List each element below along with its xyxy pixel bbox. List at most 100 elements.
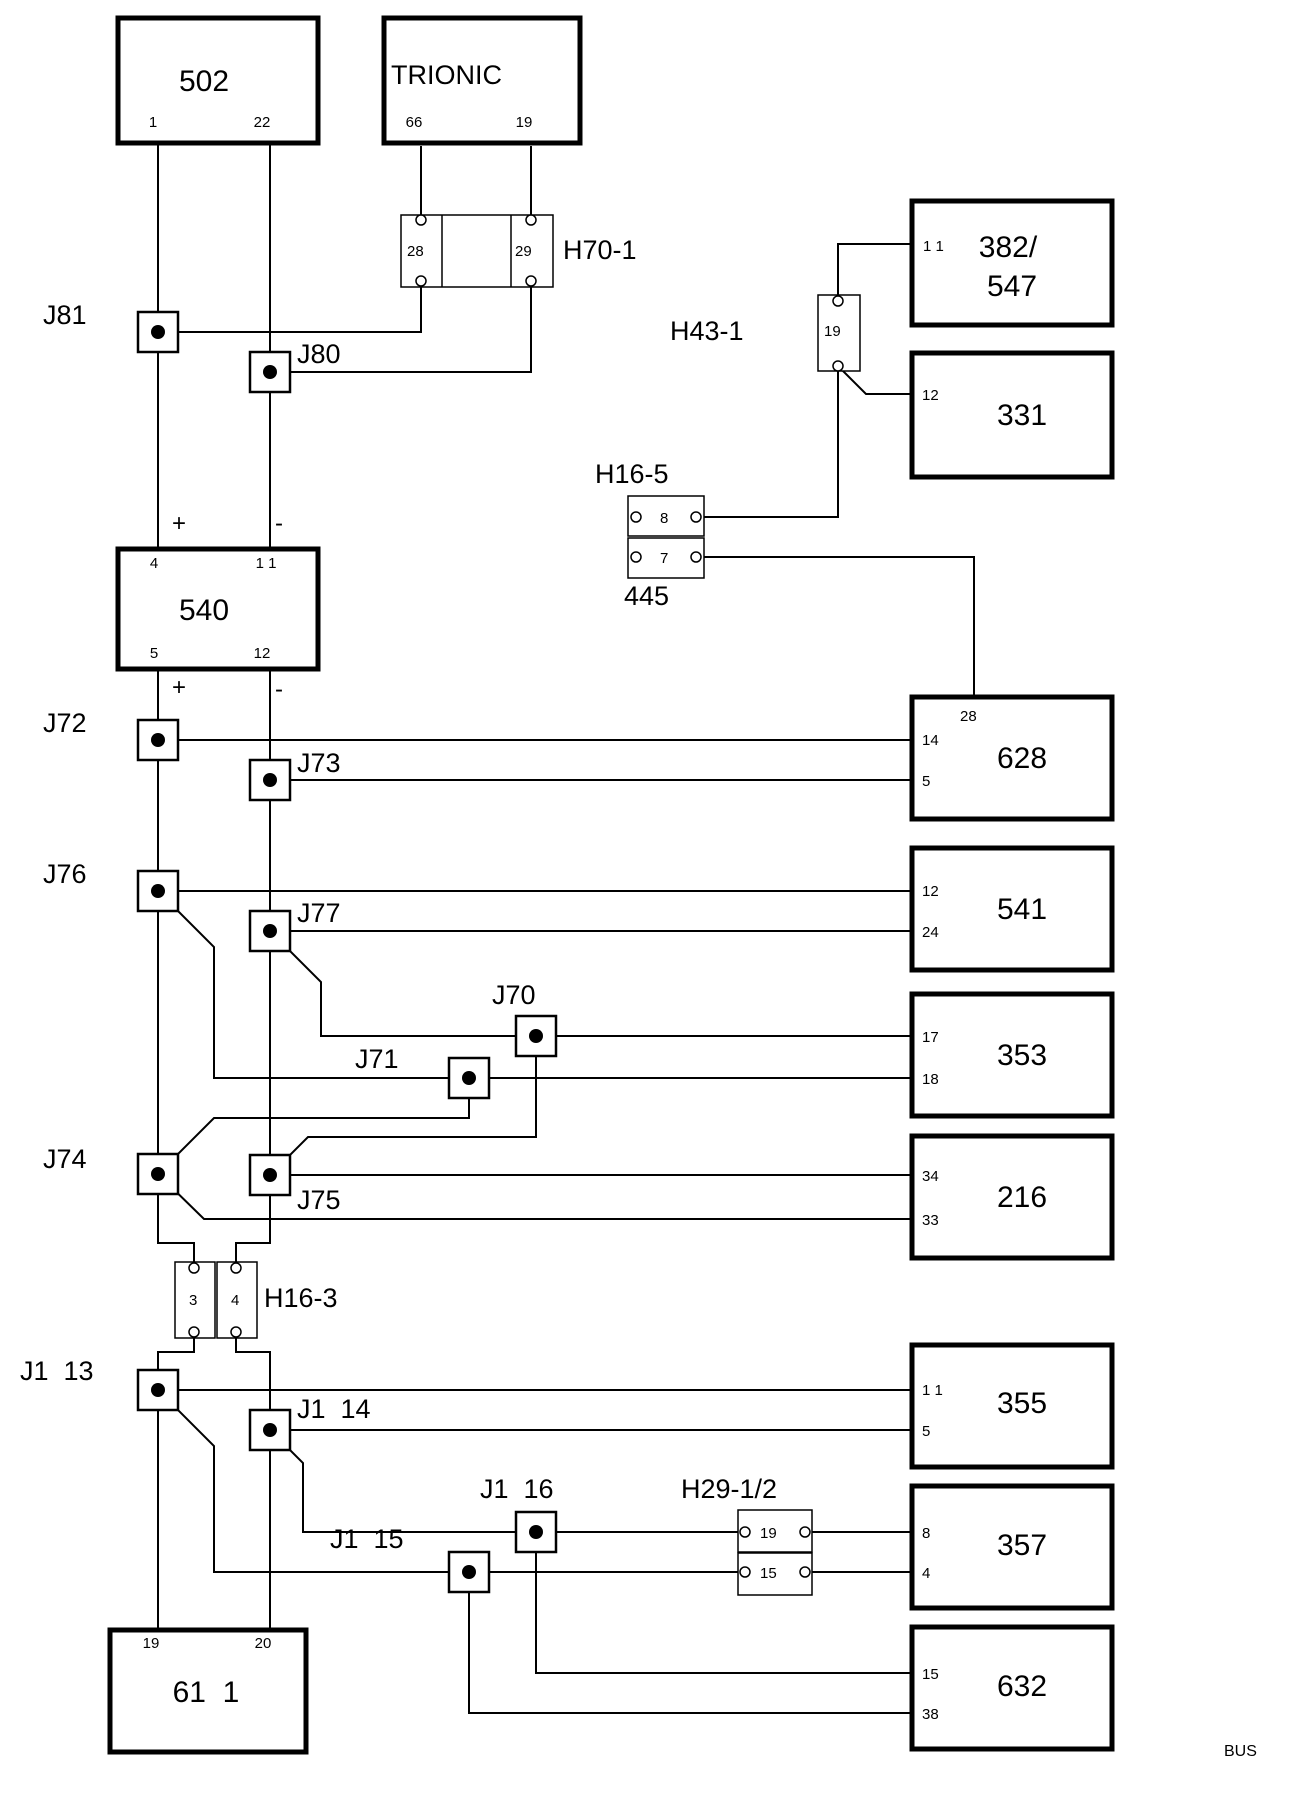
module-331-pin-12: 12 [922, 387, 939, 404]
module-355-pin-11: 1 1 [922, 1382, 943, 1399]
connector-h29-label: H29-1/2 [681, 1474, 777, 1504]
wire-j116-to-632 [535, 1532, 912, 1674]
junction-j115-label: J1 15 [330, 1524, 404, 1554]
module-628-label: 628 [997, 742, 1047, 775]
junction-j80-label: J80 [297, 339, 341, 369]
module-355: 1 1 5 355 [909, 1342, 1115, 1470]
junction-j75: J75 [248, 1153, 341, 1215]
wire-h70-28-to-j81 [158, 281, 422, 333]
junction-j1-13: J1 13 [20, 1356, 180, 1412]
module-353-pin-17: 17 [922, 1029, 939, 1046]
junction-j73-label: J73 [297, 748, 341, 778]
wire-bus-minus-lower [235, 669, 271, 1262]
module-628: 28 14 5 628 [909, 694, 1115, 822]
sign-plus-lower: + [172, 674, 186, 701]
junction-j71-label: J71 [355, 1044, 399, 1074]
connector-h70-label: H70-1 [563, 235, 637, 265]
junction-j81: J81 [43, 300, 180, 354]
junction-j77: J77 [248, 898, 341, 953]
connector-h70-pin-29: 29 [515, 243, 532, 260]
connector-h163-pin-4: 4 [231, 1292, 239, 1309]
wire-h70-29-to-j80 [270, 281, 532, 373]
module-541: 12 24 541 [909, 845, 1115, 973]
connector-h70-1: 28 29 H70-1 [400, 214, 637, 288]
connector-h29-pin-15: 15 [760, 1565, 777, 1582]
module-632-pin-15: 15 [922, 1666, 939, 1683]
wires [157, 120, 975, 1714]
module-611-pin-19: 19 [143, 1635, 160, 1652]
wire-h163-to-j114 [235, 1333, 271, 1630]
wire-382-to-h43 [837, 243, 912, 295]
module-540-pin-12: 12 [254, 645, 271, 662]
module-357-pin-4: 4 [922, 1565, 930, 1582]
junction-j72: J72 [43, 708, 180, 762]
connector-h163-label: H16-3 [264, 1283, 338, 1313]
junction-j74-label: J74 [43, 1144, 87, 1174]
module-628-pin-5: 5 [922, 773, 930, 790]
module-628-pin-28: 28 [960, 708, 977, 725]
wire-j77-to-j70 [269, 930, 912, 1037]
module-382-label-line1: 382/ [979, 231, 1038, 264]
connector-h165-sublabel: 445 [624, 581, 669, 611]
junction-j71: J71 [355, 1044, 491, 1100]
module-353-label: 353 [997, 1039, 1047, 1072]
junction-j75-label: J75 [297, 1185, 341, 1215]
module-357-pin-8: 8 [922, 1525, 930, 1542]
wire-bus-plus-lower [157, 669, 195, 1262]
junction-j72-label: J72 [43, 708, 87, 738]
wire-j113-to-j115 [157, 1389, 740, 1573]
connector-h165-pin-7: 7 [660, 550, 668, 567]
junction-j73: J73 [248, 748, 341, 802]
module-541-pin-12: 12 [922, 883, 939, 900]
module-331: 12 331 [909, 350, 1115, 480]
module-540: 540 4 1 1 5 12 [115, 546, 321, 672]
module-632: 15 38 632 [909, 1624, 1115, 1752]
module-611-label: 61 1 [173, 1676, 240, 1709]
module-216-pin-34: 34 [922, 1168, 939, 1185]
connector-h43-label: H43-1 [670, 316, 744, 346]
module-540-pin-5: 5 [150, 645, 158, 662]
junction-j77-label: J77 [297, 898, 341, 928]
module-trionic-label: TRIONIC [391, 60, 502, 90]
junction-j114-label: J1 14 [297, 1394, 371, 1424]
module-357: 8 4 357 [909, 1483, 1115, 1611]
sign-minus-upper: - [275, 510, 283, 537]
module-216-pin-33: 33 [922, 1212, 939, 1229]
wire-h163-to-j113 [157, 1333, 195, 1630]
wire-j76-to-j71 [157, 890, 912, 1079]
junction-j1-14: J1 14 [248, 1394, 371, 1452]
sign-plus-upper: + [172, 510, 186, 537]
connector-h29-pin-19: 19 [760, 1525, 777, 1542]
module-216-label: 216 [997, 1181, 1047, 1214]
wire-j115-to-632 [468, 1572, 912, 1714]
junction-j1-15: J1 15 [330, 1524, 491, 1594]
wire-h165-to-628 [701, 556, 975, 697]
module-353-pin-18: 18 [922, 1071, 939, 1088]
module-trionic-pin-19: 19 [516, 114, 533, 131]
connector-h43-pin-19: 19 [824, 323, 841, 340]
module-540-pin-4: 4 [150, 555, 158, 572]
module-355-pin-5: 5 [922, 1423, 930, 1440]
junction-j70: J70 [492, 980, 558, 1058]
connector-h163-pin-3: 3 [189, 1292, 197, 1309]
module-628-pin-14: 14 [922, 732, 939, 749]
module-540-label: 540 [179, 594, 229, 627]
connector-h165-label: H16-5 [595, 459, 669, 489]
wire-h43-to-331 [837, 365, 912, 395]
footer-bus-tag: BUS [1224, 1743, 1257, 1760]
module-632-label: 632 [997, 1670, 1047, 1703]
module-trionic: TRIONIC 66 19 [381, 15, 583, 146]
module-trionic-pin-66: 66 [406, 114, 423, 131]
junction-j1-16: J1 16 [480, 1474, 558, 1554]
module-357-label: 357 [997, 1529, 1047, 1562]
junction-j80: J80 [248, 339, 341, 394]
module-331-label: 331 [997, 399, 1047, 432]
module-502-pin-1: 1 [149, 114, 157, 131]
module-382-pin-11: 1 1 [923, 238, 944, 255]
connector-h16-5: H16-5 8 7 445 [595, 459, 705, 611]
junction-j81-label: J81 [43, 300, 87, 330]
module-541-label: 541 [997, 893, 1047, 926]
sign-minus-lower: - [275, 676, 283, 703]
module-216: 34 33 216 [909, 1133, 1115, 1261]
junction-j76-label: J76 [43, 859, 87, 889]
